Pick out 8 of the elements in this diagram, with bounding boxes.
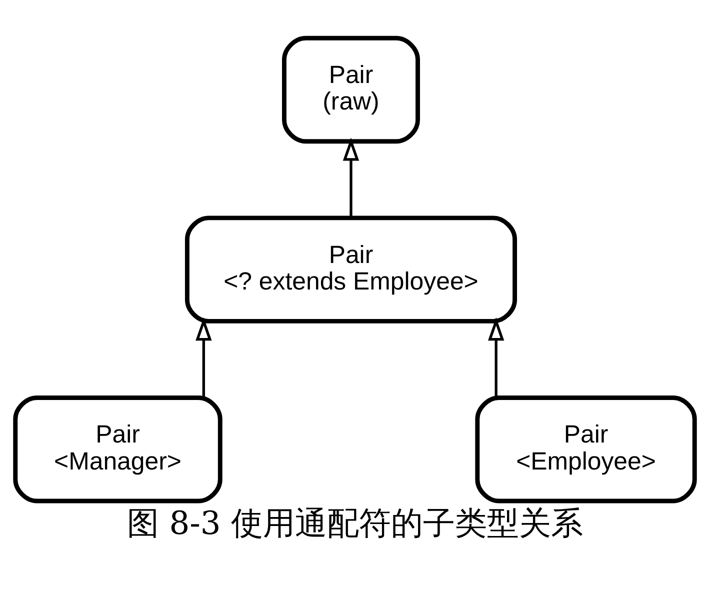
arrow: [196, 317, 212, 398]
node-box: Pair <Manager>: [13, 396, 222, 504]
caption: 图 8-3 使用通配符的子类型关系: [127, 504, 583, 542]
arrow: [342, 138, 360, 218]
node-box: Pair (raw): [282, 36, 420, 144]
node-box: Pair <Employee>: [475, 396, 697, 504]
arrow: [488, 317, 504, 398]
node-box: Pair <? extends Employee>: [184, 216, 518, 324]
